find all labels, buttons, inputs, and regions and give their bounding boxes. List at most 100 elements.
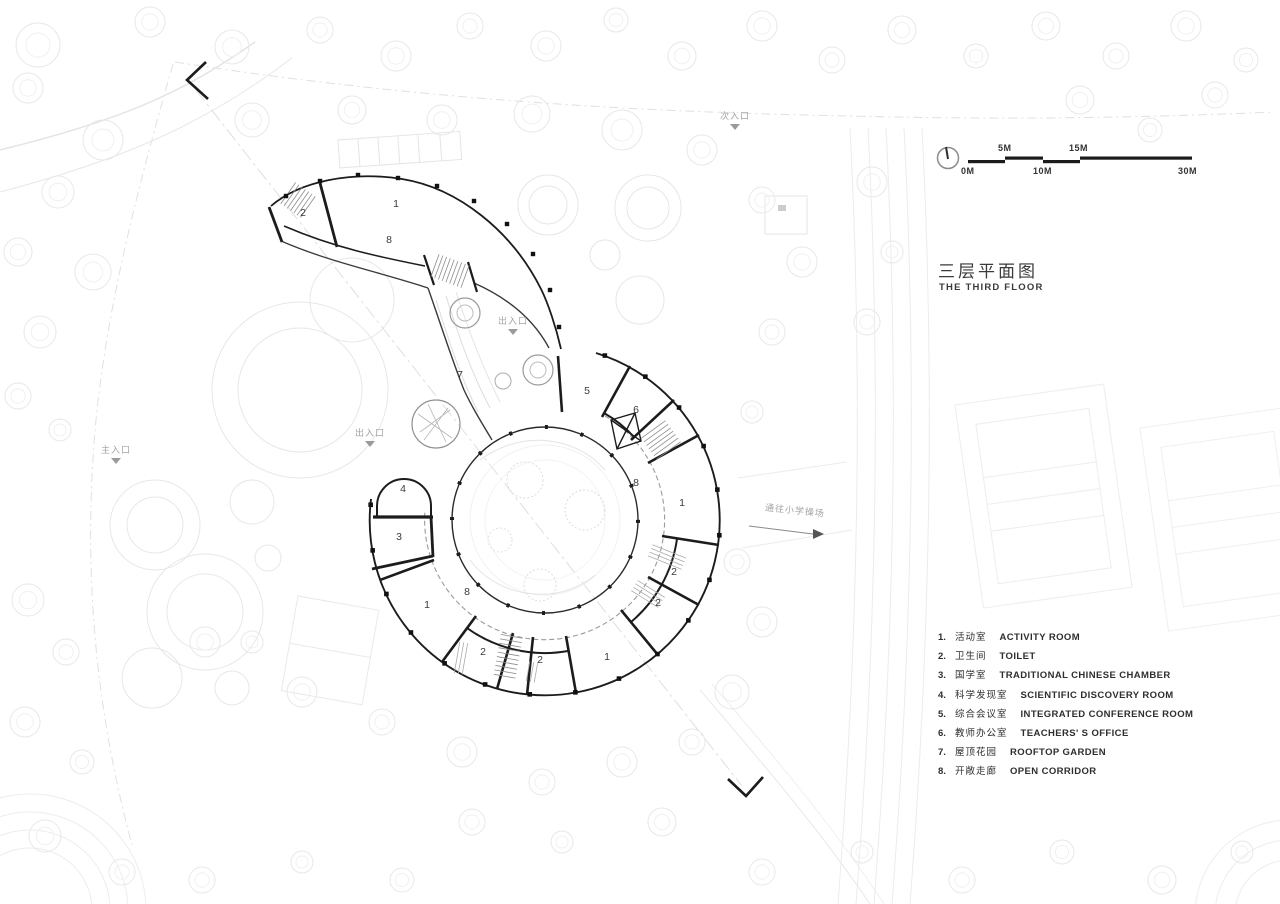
tree-icon: [887, 15, 917, 45]
core-x: [610, 412, 642, 450]
column-icon: [317, 178, 323, 184]
room-number-label: 8: [464, 586, 470, 598]
tree-icon: [23, 315, 57, 349]
column-icon: [573, 690, 578, 695]
column-icon: [384, 591, 389, 597]
column-icon: [395, 175, 401, 181]
column-icon: [602, 353, 608, 358]
tree-icon: [746, 10, 778, 42]
column-icon: [482, 682, 488, 687]
room-number-label: 7: [457, 369, 463, 381]
room-3-4-walls: [371, 478, 435, 571]
secondary-entrance-label: 次入口: [720, 109, 750, 130]
tree-icon: [880, 240, 904, 264]
stair-icon: [280, 182, 316, 218]
column-icon: [442, 661, 447, 666]
tree-icon: [290, 850, 314, 874]
tree-icon: [446, 736, 478, 768]
corridor-glass-wall: [424, 415, 666, 641]
tree-icon: [9, 706, 41, 738]
tree-icon: [456, 12, 484, 40]
scale-bar: [968, 156, 1192, 164]
column-icon: [527, 692, 533, 697]
structural-columns: [283, 172, 722, 697]
column-icon: [434, 183, 440, 189]
column-icon: [701, 443, 706, 449]
toilet-fixtures-icon: [525, 661, 539, 683]
courtyard-columns: [450, 425, 640, 615]
tree-icon: [52, 638, 80, 666]
tree-icon: [1147, 865, 1177, 895]
tree-icon: [1065, 85, 1095, 115]
room-number-label: 5: [584, 385, 590, 397]
toilet-fixtures-icon: [647, 544, 687, 570]
exit-label: 出入口: [355, 426, 385, 447]
tree-icon: [513, 95, 551, 133]
page-subtitle: THE THIRD FLOOR: [939, 282, 1044, 293]
tree-icon: [1201, 81, 1229, 109]
tree-icon: [853, 308, 881, 336]
room-number-label: 1: [604, 651, 610, 663]
tree-icon: [1233, 47, 1259, 73]
tree-icon: [530, 30, 562, 62]
tree-icon: [1031, 11, 1061, 41]
room-number-label: 8: [386, 234, 392, 246]
arrow-down-icon: [507, 329, 518, 335]
tree-icon: [426, 104, 458, 136]
tree-icon: [41, 175, 75, 209]
tree-icon: [82, 119, 124, 161]
stair-icon: [493, 634, 523, 679]
tree-icon: [3, 237, 33, 267]
toilet-fixtures-icon: [631, 580, 665, 608]
column-icon: [643, 374, 648, 379]
tree-icon: [1049, 839, 1075, 865]
arrow-down-icon: [729, 124, 740, 130]
arrow-down-icon: [110, 458, 121, 464]
room-number-label: 2: [655, 597, 661, 609]
tree-icon: [714, 674, 750, 710]
stair-icon: [640, 420, 682, 460]
exit-label: 出入口: [498, 314, 528, 335]
tree-icon: [606, 746, 638, 778]
tree-icon: [550, 830, 574, 854]
tree-icon: [786, 246, 818, 278]
tree-icon: [458, 808, 486, 836]
column-icon: [715, 487, 720, 492]
room-number-label: 3: [396, 531, 402, 543]
stairs-hatching: [280, 182, 687, 683]
room-number-label: 1: [424, 599, 430, 611]
central-courtyard: [450, 425, 640, 615]
page-title: 三层平面图: [938, 262, 1038, 281]
tree-icon: [28, 819, 62, 853]
arrow-down-icon: [364, 441, 375, 447]
section-line: [185, 61, 764, 798]
tree-icon: [306, 16, 334, 44]
column-icon: [616, 676, 622, 681]
arrow-right-icon: [813, 529, 824, 539]
scale-label: 10M: [1033, 166, 1053, 176]
scale-label: 0M: [961, 166, 975, 176]
column-icon: [707, 577, 712, 583]
tree-icon: [1137, 117, 1163, 143]
building-walls: [267, 175, 721, 697]
column-icon: [355, 172, 361, 178]
main-entrance-label: 主入口: [101, 443, 131, 464]
column-icon: [655, 651, 660, 657]
tree-icon: [4, 382, 32, 410]
room-number-label: 8: [633, 477, 639, 489]
room-number-label: 2: [537, 654, 543, 666]
tree-icon: [963, 43, 989, 69]
tree-icon: [647, 807, 677, 837]
tree-icon: [337, 95, 367, 125]
tree-icon: [723, 548, 751, 576]
tree-icon: [134, 6, 166, 38]
room-partitions: [379, 355, 720, 696]
tree-icon: [748, 186, 776, 214]
